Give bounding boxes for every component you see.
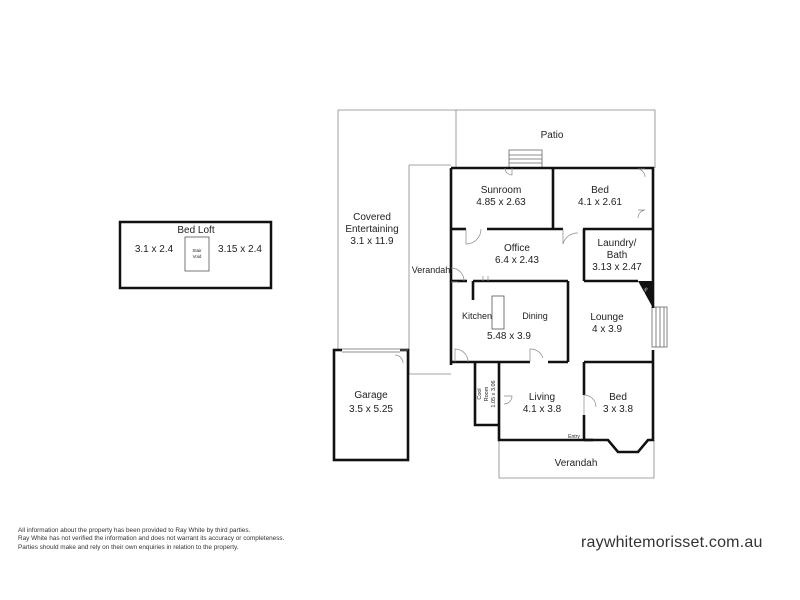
kitchen-island bbox=[491, 295, 505, 330]
covered-entertaining-dim: 3.1 x 11.9 bbox=[350, 236, 394, 247]
cool-room-dim: 1.05 x 3.06 bbox=[491, 380, 497, 407]
bed-bottom-name: Bed bbox=[609, 392, 627, 403]
laundry-dim: 3.13 x 2.47 bbox=[592, 262, 642, 273]
disclaimer-line-1: All information about the property has b… bbox=[18, 527, 251, 534]
laundry-name-1: Laundry/ bbox=[598, 238, 637, 249]
disclaimer-line-3: Parties should make and rely on their ow… bbox=[18, 543, 239, 551]
dining-label: Dining bbox=[522, 311, 548, 321]
garage: Garage 3.5 x 5.25 bbox=[332, 348, 410, 462]
patio-label: Patio bbox=[541, 130, 564, 141]
verandah-bottom-label: Verandah bbox=[555, 458, 598, 469]
garage-name: Garage bbox=[354, 390, 388, 401]
living-dim: 4.1 x 3.8 bbox=[523, 404, 562, 415]
garage-dim: 3.5 x 5.25 bbox=[349, 404, 393, 415]
kitchen-label: Kitchen bbox=[462, 311, 492, 321]
bottom-verandah-outline bbox=[498, 440, 655, 479]
bed-loft-title: Bed Loft bbox=[177, 225, 214, 236]
laundry-name-2: Bath bbox=[607, 250, 628, 261]
website-url: raywhitemorisset.com.au bbox=[581, 534, 763, 551]
house-walls bbox=[449, 166, 655, 454]
bed-loft-left-dim: 3.1 x 2.4 bbox=[135, 244, 174, 255]
door-swings bbox=[450, 167, 646, 415]
bed-bottom-dim: 3 x 3.8 bbox=[603, 404, 633, 415]
outdoor-areas bbox=[337, 109, 668, 479]
stair-void-label-2: Void bbox=[193, 254, 202, 259]
disclaimer: All information about the property has b… bbox=[18, 527, 284, 552]
patio-outline bbox=[456, 109, 656, 168]
entry-label: Entry bbox=[568, 434, 580, 440]
bed-loft: Bed Loft 3.1 x 2.4 3.15 x 2.4 Stair Void bbox=[118, 220, 273, 290]
cool-room-name-2: Room bbox=[484, 386, 490, 401]
covered-entertaining-outline bbox=[338, 109, 457, 168]
lounge-name: Lounge bbox=[590, 312, 624, 323]
stair-void-label-1: Stair bbox=[192, 248, 202, 253]
cool-room-labels: Cool Room 1.05 x 3.06 bbox=[477, 380, 497, 407]
living-name: Living bbox=[529, 392, 555, 403]
bed-top-dim: 4.1 x 2.61 bbox=[578, 197, 622, 208]
disclaimer-line-2: Ray White has not verified the informati… bbox=[18, 535, 285, 543]
patio-steps bbox=[508, 149, 543, 169]
lounge-steps bbox=[651, 306, 668, 348]
cool-room-name-1: Cool bbox=[477, 388, 483, 399]
kitchen-dining-dim: 5.48 x 3.9 bbox=[487, 331, 531, 342]
verandah-side-label: Verandah bbox=[412, 265, 451, 275]
bed-top-name: Bed bbox=[591, 185, 609, 196]
lounge-dim: 4 x 3.9 bbox=[592, 324, 622, 335]
linen-label: Lin bbox=[641, 286, 649, 294]
covered-entertaining-name-2: Entertaining bbox=[345, 224, 398, 235]
office-name: Office bbox=[504, 243, 530, 254]
linen-closet: Lin bbox=[638, 281, 653, 308]
covered-entertaining-name-1: Covered bbox=[353, 212, 391, 223]
bed-loft-right-dim: 3.15 x 2.4 bbox=[218, 244, 262, 255]
office-dim: 6.4 x 2.43 bbox=[495, 255, 539, 266]
sunroom-name: Sunroom bbox=[481, 185, 522, 196]
sunroom-dim: 4.85 x 2.63 bbox=[476, 197, 526, 208]
